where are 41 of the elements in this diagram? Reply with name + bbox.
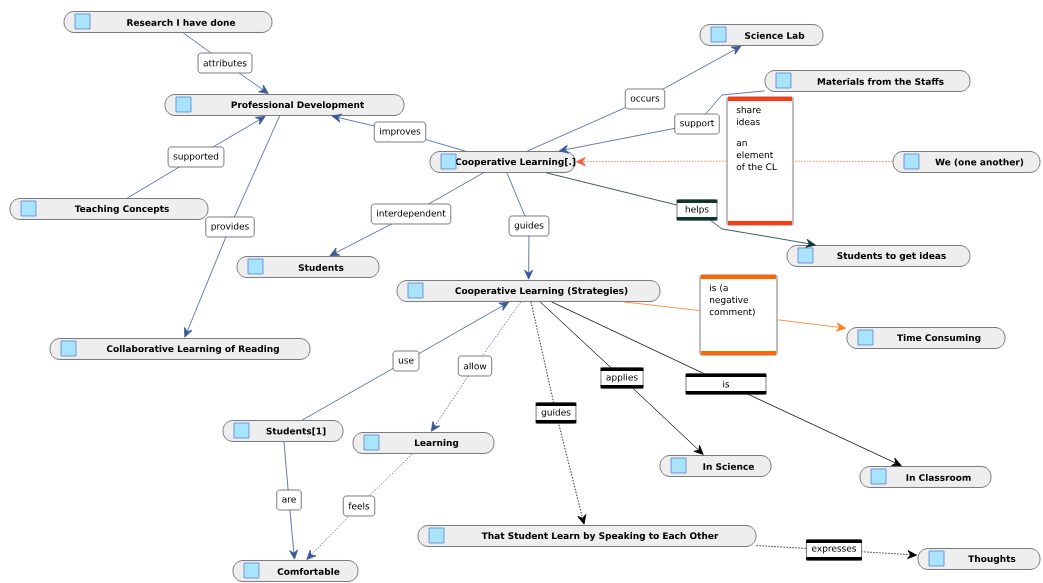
edge-label: use <box>392 350 420 372</box>
arrow <box>551 301 902 467</box>
linking-phrase-box: share ideas an element of the CL <box>726 96 794 226</box>
edge-label: guides <box>535 402 577 424</box>
edge-label: support <box>674 113 720 135</box>
edge-label: attributes <box>197 52 253 74</box>
edge-label: applies <box>600 367 644 389</box>
edge-label: interdependent <box>370 203 452 225</box>
arrow <box>301 301 509 421</box>
edge-label: allow <box>457 355 493 377</box>
arrow <box>506 172 534 280</box>
edge-label: expresses <box>806 539 862 561</box>
arrow <box>576 157 727 167</box>
arrow <box>430 301 522 432</box>
arrow <box>558 90 765 154</box>
edge-label: feels <box>342 495 376 517</box>
concept-pill: Materials from the Staffs <box>764 70 971 92</box>
concept-pill: That Student Learn by Speaking to Each Other <box>417 525 757 547</box>
concept-pill: Teaching Concepts <box>9 198 209 220</box>
concept-pill: Professional Development <box>164 94 405 116</box>
arrow <box>539 301 704 455</box>
edge-label: helps <box>676 199 718 221</box>
arrow <box>184 115 281 338</box>
arrow <box>530 301 587 525</box>
edge-label: improves <box>373 121 427 143</box>
edge-label: supported <box>167 146 225 168</box>
linking-phrase-box: is (a negative comment) <box>699 274 778 356</box>
edge-label: are <box>276 489 302 511</box>
arrow <box>777 319 847 332</box>
concept-pill: Research I have done <box>63 11 273 33</box>
arrow <box>526 45 742 152</box>
edge-label: occurs <box>624 88 666 110</box>
arrow <box>546 172 816 248</box>
concept-pill: Cooperative Learning (Strategies) <box>396 280 661 302</box>
edge-label: provides <box>205 216 255 238</box>
concept-pill: Collaborative Learning of Reading <box>49 338 311 360</box>
edge-label: guides <box>508 215 550 237</box>
arrow <box>306 453 413 560</box>
arrow <box>283 441 299 560</box>
edge-label: is <box>685 373 767 395</box>
arrow <box>756 545 918 560</box>
